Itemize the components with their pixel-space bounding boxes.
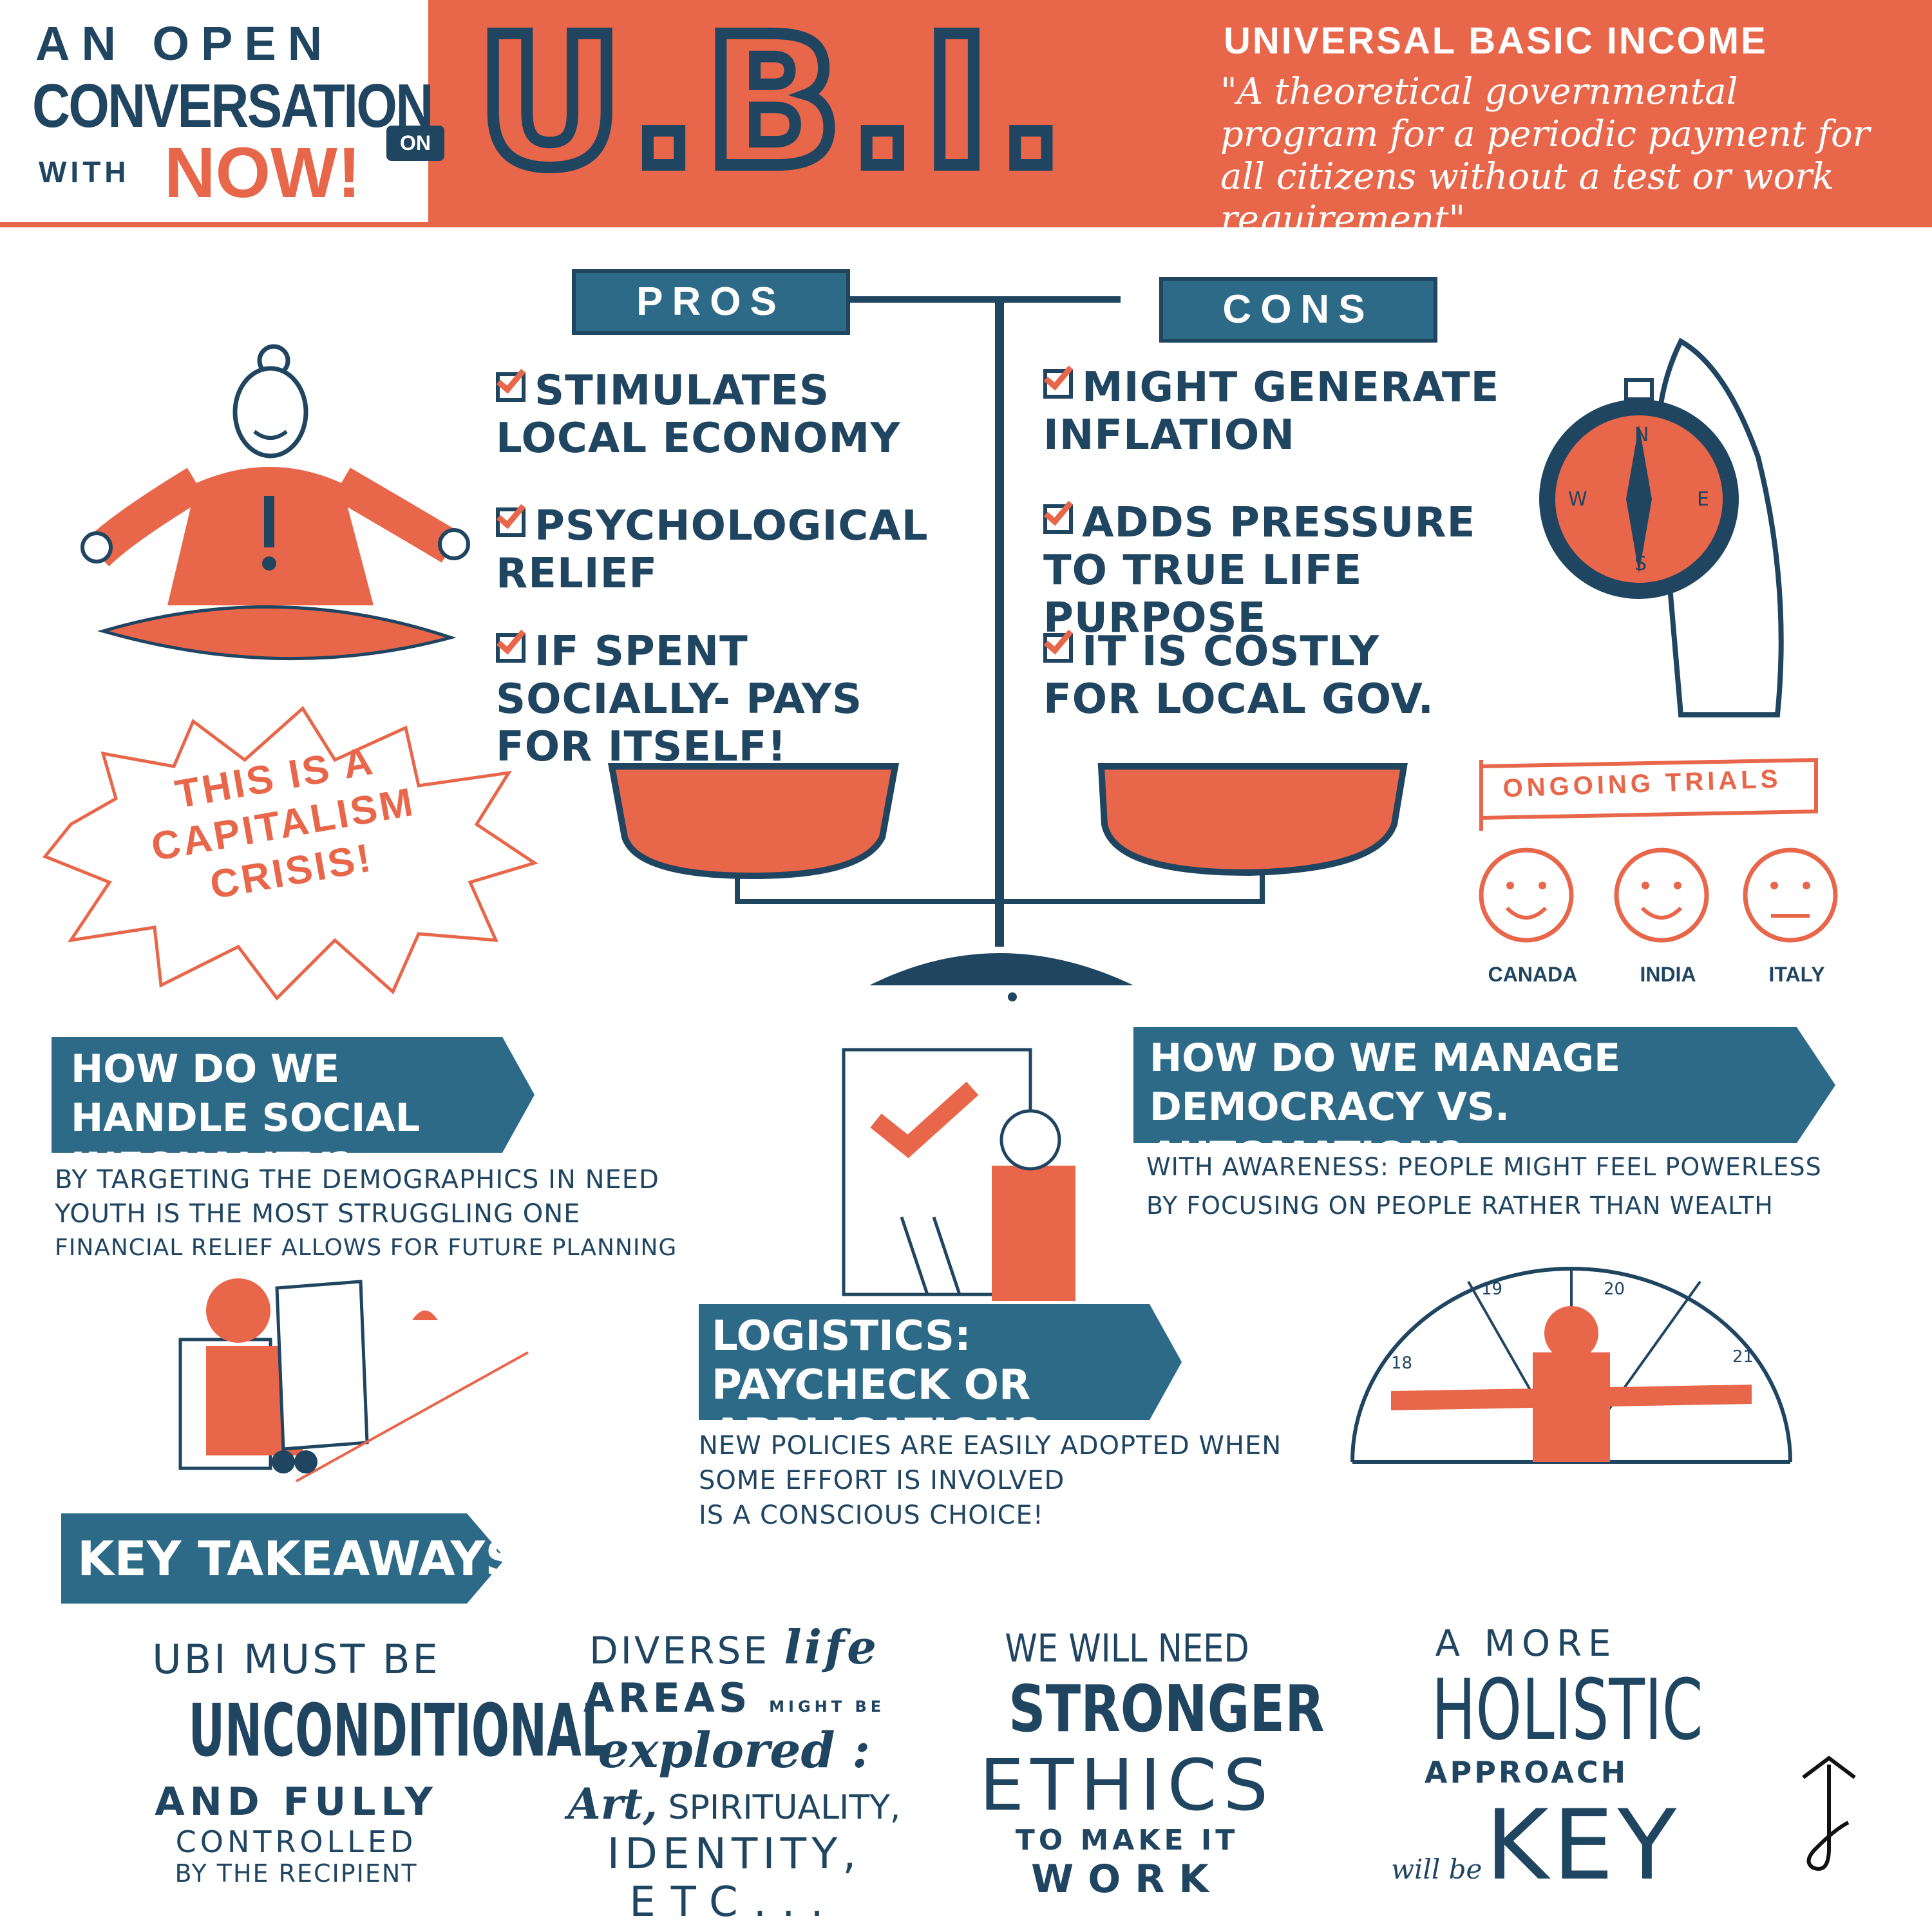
takeaway-2-script: Art, — [567, 1779, 658, 1829]
logistics-question: LOGISTICS: PAYCHECK OR APPLICATION? — [712, 1312, 1042, 1458]
takeaway-4-script: will be — [1391, 1853, 1482, 1885]
gauge-label: 18 — [1391, 1354, 1412, 1373]
takeaway-1-emphasis: UNCONDITIONAL — [188, 1689, 611, 1773]
con-item: ADDS PRESSURE TO TRUE LIFE PURPOSE — [1043, 499, 1476, 642]
takeaway-1: UBI MUST BE UNCONDITIONAL AND FULLY CONT… — [122, 1636, 611, 1888]
takeaway-3: WE WILL NEED STRONGER ETHICS TO MAKE IT … — [979, 1626, 1325, 1902]
balance-scale-illustration — [608, 296, 1408, 1001]
democracy-note: WITH AWARENESS: PEOPLE MIGHT FEEL POWERL… — [1146, 1153, 1822, 1181]
compass-w: W — [1568, 488, 1587, 511]
trial-country: ITALY — [1768, 963, 1825, 986]
takeaway-4-line: A MORE — [1435, 1623, 1618, 1665]
takeaway-2-script: life — [784, 1620, 879, 1674]
cons-label: CONS — [1159, 277, 1437, 343]
takeaway-2-script: explored : — [598, 1721, 871, 1779]
takeaway-3-line: WORK — [1031, 1857, 1223, 1902]
header-line-1: AN OPEN — [35, 17, 334, 70]
takeaway-2: DIVERSE life AREAS MIGHT BE explored : A… — [567, 1620, 902, 1926]
takeaway-3-emphasis: STRONGER — [1009, 1671, 1325, 1747]
definition-title: UNIVERSAL BASIC INCOME — [1224, 20, 1768, 62]
takeaways-banner-shape — [61, 1513, 506, 1604]
checkbox-checked-icon — [1043, 369, 1073, 399]
con-item: MIGHT GENERATE INFLATION — [1043, 364, 1500, 459]
takeaway-4: A MORE HOLISTIC APPROACH will be KEY — [1391, 1623, 1703, 1902]
map-reader-illustration — [178, 1278, 529, 1482]
checkbox-checked-icon — [496, 507, 526, 537]
compass-s: S — [1634, 553, 1647, 575]
logistics-note: NEW POLICIES ARE EASILY ADOPTED WHEN — [699, 1431, 1282, 1461]
compass-hand-illustration: N E S W — [1539, 337, 1784, 717]
democracy-note: BY FOCUSING ON PEOPLE RATHER THAN WEALTH — [1146, 1191, 1774, 1220]
on-badge: ON — [386, 126, 444, 161]
header-line-3: WITH — [39, 155, 130, 189]
trial-country: INDIA — [1640, 963, 1696, 986]
checkbox-checked-icon — [496, 372, 526, 402]
takeaway-2-line: SPIRITUALITY, — [668, 1788, 901, 1827]
takeaway-2-line: ETC... — [629, 1879, 839, 1926]
checkbox-checked-icon — [1043, 504, 1073, 534]
checkbox-checked-icon — [496, 633, 526, 663]
inequality-note: YOUTH IS THE MOST STRUGGLING ONE — [55, 1199, 581, 1229]
page-title: U.B.I. — [471, 0, 1072, 208]
takeaway-3-ethics: ETHICS — [979, 1744, 1275, 1826]
happy-face-icon — [1479, 848, 1574, 943]
takeaway-2-small: MIGHT BE — [769, 1698, 886, 1716]
takeaway-2-line: AREAS — [583, 1674, 752, 1721]
logistics-note: IS A CONSCIOUS CHOICE! — [699, 1501, 1044, 1530]
gauge-label: 21 — [1732, 1347, 1754, 1367]
burst-shape — [42, 706, 538, 1001]
trial-country: CANADA — [1488, 963, 1578, 986]
logistics-banner-shape — [699, 1304, 1182, 1420]
pros-label: PROS — [572, 269, 850, 335]
compass-e: E — [1697, 488, 1709, 511]
pro-item: STIMULATES LOCAL ECONOMY — [496, 367, 901, 462]
board-checkmark-illustration — [842, 1048, 1075, 1301]
takeaway-2-line: IDENTITY, — [607, 1829, 862, 1879]
takeaway-4-line: APPROACH — [1424, 1755, 1629, 1790]
takeaway-3-line: WE WILL NEED — [1005, 1626, 1249, 1671]
inequality-note: BY TARGETING THE DEMOGRAPHICS IN NEED — [55, 1165, 659, 1195]
inequality-question: HOW DO WE HANDLE SOCIAL INEQUALITY? — [71, 1046, 421, 1189]
age-gauge-illustration: 18 19 20 21 — [1350, 1267, 1792, 1464]
logistics-note: SOME EFFORT IS INVOLVED — [699, 1466, 1065, 1495]
takeaway-2-line: DIVERSE — [589, 1629, 770, 1672]
takeaway-4-emphasis: HOLISTIC — [1432, 1661, 1703, 1759]
takeaway-1-line: CONTROLLED — [175, 1824, 417, 1859]
compass-n: N — [1634, 424, 1649, 446]
con-item: IT IS COSTLY FOR LOCAL GOV. — [1043, 628, 1434, 723]
header-rule — [0, 222, 1932, 227]
takeaway-1-line: UBI MUST BE — [152, 1636, 440, 1683]
pro-item: IF SPENT SOCIALLY- PAYS FOR ITSELF! — [496, 628, 863, 771]
artist-signature — [1802, 1756, 1856, 1871]
definition-quote: "A theoretical governmental program for … — [1220, 71, 1870, 240]
checkbox-checked-icon — [1043, 633, 1073, 663]
inequality-banner-shape — [52, 1037, 535, 1153]
takeaway-1-line: BY THE RECIPIENT — [175, 1859, 418, 1888]
inequality-note: FINANCIAL RELIEF ALLOWS FOR FUTURE PLANN… — [55, 1235, 677, 1261]
takeaway-3-line: TO MAKE IT — [1015, 1824, 1239, 1857]
happy-face-icon — [1614, 848, 1709, 943]
header-brand-panel — [0, 0, 428, 222]
takeaways-title: KEY TAKEAWAYS — [77, 1531, 520, 1587]
takeaway-4-emphasis: KEY — [1485, 1790, 1681, 1902]
democracy-question: HOW DO WE MANAGE DEMOCRACY VS. AUTOMATIO… — [1150, 1036, 1621, 1179]
pro-item: PSYCHOLOGICAL RELIEF — [496, 502, 929, 598]
header-line-2: CONVERSATION — [32, 71, 433, 140]
gauge-label: 20 — [1604, 1280, 1625, 1299]
brand-logo: NOW! — [164, 133, 361, 213]
takeaway-1-line: AND FULLY — [155, 1779, 438, 1824]
meditating-person-illustration — [80, 344, 470, 661]
democracy-banner-shape — [1133, 1027, 1835, 1143]
gauge-label: 19 — [1481, 1280, 1502, 1299]
trials-illustration — [1479, 757, 1838, 943]
neutral-face-icon — [1743, 848, 1838, 943]
